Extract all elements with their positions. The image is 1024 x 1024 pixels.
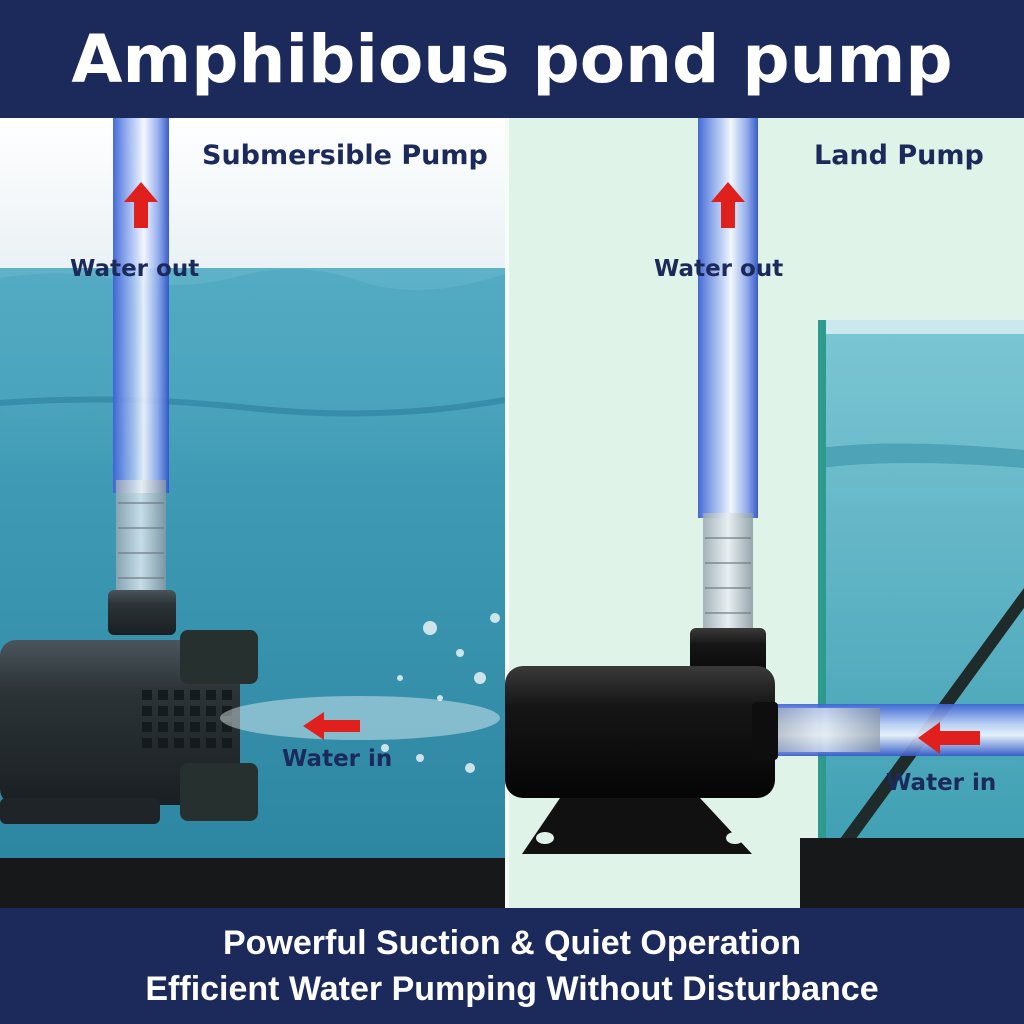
land-pump (505, 666, 775, 798)
left-outlet-tube (113, 118, 169, 493)
page-title: Amphibious pond pump (71, 20, 953, 98)
header-banner: Amphibious pond pump (0, 0, 1024, 118)
up-arrow-icon (711, 182, 745, 228)
up-arrow-icon (124, 182, 158, 228)
left-water-surface (0, 269, 505, 418)
bubbles (381, 613, 500, 773)
right-outlet-tube (698, 118, 758, 518)
right-water-out-label: Water out (654, 256, 784, 282)
inflow-stream (220, 696, 500, 740)
glass-tank (818, 320, 1024, 858)
right-water-in-label: Water in (886, 770, 997, 796)
left-sky (0, 118, 505, 276)
footer-line-2: Efficient Water Pumping Without Disturba… (145, 970, 879, 1008)
land-pump-title: Land Pump (814, 140, 984, 171)
pump-base (522, 798, 752, 854)
scene: Submersible Pump Land Pump Water out Wat… (0, 118, 1024, 908)
submersible-pump (0, 640, 240, 805)
footer-banner: Powerful Suction & Quiet Operation Effic… (0, 908, 1024, 1024)
left-water-out-label: Water out (70, 256, 200, 282)
left-floor (0, 858, 505, 908)
intake-grille (142, 690, 232, 748)
footer-line-1: Powerful Suction & Quiet Operation (222, 924, 802, 962)
scene-illustration (0, 118, 1024, 908)
left-arrow-icon (918, 722, 980, 754)
left-arrow-icon (303, 712, 360, 740)
left-water-in-label: Water in (282, 746, 393, 772)
submersible-pump-title: Submersible Pump (202, 140, 488, 171)
